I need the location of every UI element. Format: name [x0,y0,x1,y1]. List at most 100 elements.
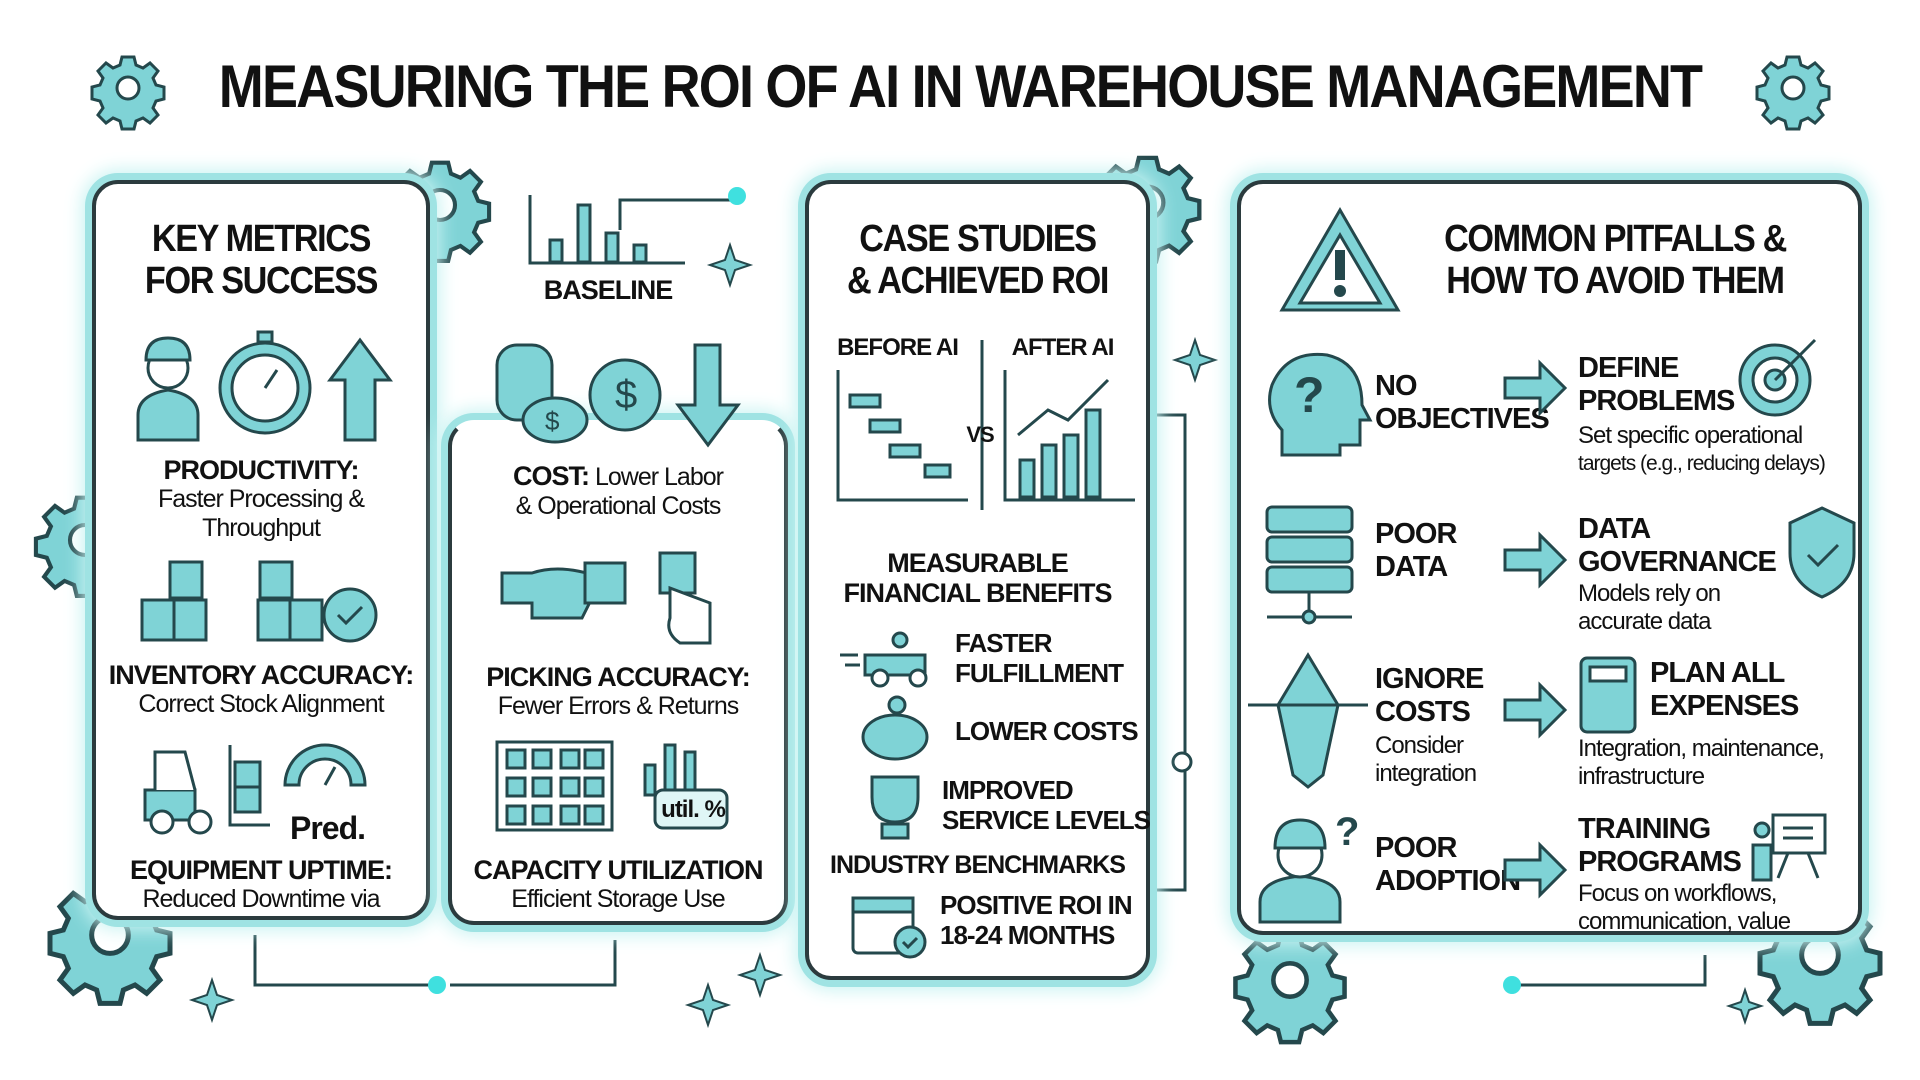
problem-line: POOR [1375,832,1457,864]
solution-desc: Integration, maintenance,infrastructure [1578,735,1825,791]
solution-line: DATA [1578,513,1651,545]
benefit-line: FULFILLMENT [955,658,1124,688]
boxes-check-icon [140,560,378,643]
case-studies-heading: CASE STUDIES& ACHIEVED ROI [822,218,1133,302]
before-after-chart-icon [836,340,1135,510]
problem-line: POOR [1375,518,1457,550]
benefit-line: IMPROVED [942,775,1074,805]
problem-line: NO [1375,370,1417,402]
benefit-item: LOWER COSTS [955,715,1139,748]
heading-line: CASE STUDIES [859,218,1097,260]
heading-line: HOW TO AVOID THEM [1446,260,1785,302]
solution-line: TRAINING [1578,813,1711,845]
desc-line: accurate data [1578,608,1711,635]
case-studies-panel [805,180,1150,980]
after-ai-label: AFTER AI [1011,334,1115,361]
delivery-cart-icon [840,631,928,688]
shelving-bars-icon [495,740,729,832]
cost-desc-line1: Lower Labor [594,463,724,491]
solution-line: GOVERNANCE [1578,546,1777,578]
heading-line: FOR SUCCESS [144,260,379,302]
desc-line: Throughput [202,514,321,542]
solution-line: DEFINE [1578,352,1679,384]
equipment-uptime-desc: Reduced Downtime via [142,885,380,913]
cost-desc-line2: & Operational Costs [515,492,722,520]
database-broken-icon [1265,505,1354,625]
capacity-utilization-label: CAPACITY UTILIZATION [473,855,764,885]
solution-desc: Set specific operational targets (e.g., r… [1578,422,1826,478]
confused-worker-icon: ? [1258,810,1359,924]
desc-line: Integration, maintenance, [1578,735,1825,762]
heading-line: COMMON PITFALLS & [1444,218,1787,260]
benefit-line: SERVICE LEVELS [942,805,1151,835]
warning-icon [1279,207,1401,312]
inventory-accuracy-desc: Correct Stock Alignment [138,690,384,718]
trophy-icon [870,775,920,840]
desc-line: Faster Processing & [157,485,365,513]
desc-line: Focus on workflows, [1578,880,1777,907]
svg-text:?: ? [1335,810,1359,854]
metrics-panel-2 [448,420,788,925]
iceberg-icon [1248,652,1368,789]
arrow-right-icon [1503,359,1568,417]
gear-icon [1755,55,1831,131]
equipment-uptime-label: EQUIPMENT UPTIME: [129,855,393,885]
roi-line: POSITIVE ROI IN [940,890,1133,920]
pitfalls-heading: COMMON PITFALLS &HOW TO AVOID THEM [1422,218,1809,302]
svg-text:$: $ [615,373,637,417]
problem-line: ADOPTION [1375,865,1521,897]
arrow-icons [1503,359,1568,899]
target-icon [1738,338,1817,417]
heading-line: & ACHIEVED ROI [846,260,1109,302]
heading-line: MEASURABLE [887,548,1069,578]
benefit-line: FASTER [955,628,1053,658]
coins-down-arrow-icon: $$ [495,343,741,448]
before-ai-label: BEFORE AI [837,334,959,361]
desc-line: infrastructure [1578,763,1705,790]
baseline-label: BASELINE [543,275,674,305]
solution-line: PROGRAMS [1578,846,1742,878]
desc-line: targets (e.g., reducing delays) [1578,452,1826,475]
desc-line: Consider [1375,732,1464,759]
problem-line: IGNORE [1375,663,1484,695]
shield-check-icon [1788,506,1856,599]
svg-text:?: ? [1294,367,1325,423]
desc-line: Set specific operational [1578,422,1803,449]
training-presenter-icon [1751,813,1827,882]
cost-desc: COST: Lower Labor& Operational Costs [448,462,788,521]
problem-line: OBJECTIVES [1375,403,1550,435]
capacity-utilization-desc: Efficient Storage Use [511,885,725,913]
solution-line: EXPENSES [1650,690,1799,722]
desc-line: integration [1375,760,1477,787]
roi-line: 18-24 MONTHS [940,920,1115,950]
arrow-right-icon [1503,841,1568,899]
picking-accuracy-label: PICKING ACCURACY: [486,662,751,692]
picking-accuracy-desc: Fewer Errors & Returns [497,692,740,720]
utilization-badge: util. % [661,796,726,823]
calculator-icon [1579,656,1637,734]
heading-line: FINANCIAL BENEFITS [843,578,1112,608]
productivity-label: PRODUCTIVITY: [163,455,360,485]
solution-line: PLAN ALL [1650,657,1785,689]
desc-line: Models rely on [1578,580,1721,607]
solution-line: PROBLEMS [1578,385,1735,417]
arrow-right-icon [1503,681,1568,739]
gear-icon [90,55,166,131]
gear-icon [1233,930,1347,1045]
hand-box-picking-icon [500,551,712,645]
problem-line: COSTS [1375,696,1471,728]
